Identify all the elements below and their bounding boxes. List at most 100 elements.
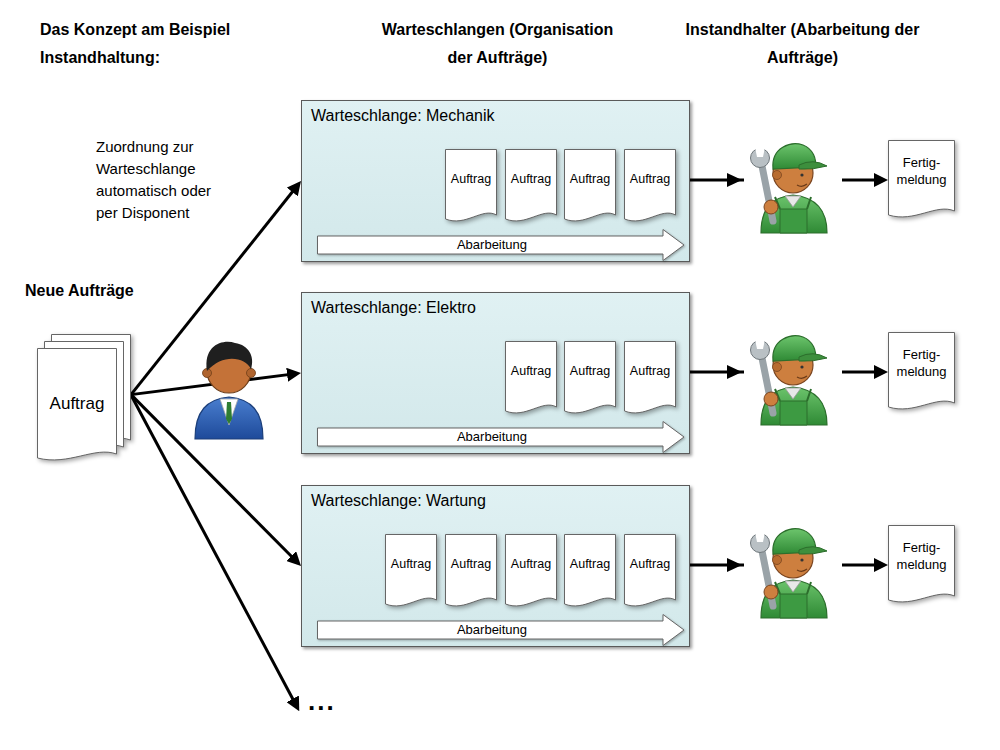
order-document: Auftrag — [624, 534, 676, 609]
document-label: Auftrag — [385, 557, 437, 571]
document-label: Auftrag — [564, 364, 616, 378]
queue-title: Warteschlange: Wartung — [311, 492, 486, 510]
queue-box: Warteschlange: MechanikAuftrag Auftrag Auf… — [301, 100, 690, 262]
document-label: Fertig- meldung — [888, 539, 955, 573]
document-outline — [565, 150, 616, 221]
node-outline — [624, 534, 676, 609]
worker-icon — [744, 327, 842, 427]
processing-label: Abarbeitung — [317, 237, 667, 252]
order-document: Auftrag — [564, 534, 616, 609]
completion-document: Fertig- meldung — [888, 332, 955, 412]
document-label: Auftrag — [564, 557, 616, 571]
document-outline — [889, 333, 955, 409]
arrowhead — [727, 558, 742, 572]
processing-arrow: Abarbeitung — [317, 229, 685, 261]
document-outline — [506, 150, 557, 221]
diagram-title: Das Konzept am Beispiel Instandhaltung: — [40, 16, 270, 72]
node-outline — [564, 534, 616, 609]
worker-icon — [744, 520, 842, 620]
node-outline — [385, 534, 437, 609]
document-label: Fertig- meldung — [888, 154, 955, 188]
node-outline — [624, 149, 676, 224]
queue-title: Warteschlange: Elektro — [311, 299, 476, 317]
document-outline — [889, 526, 955, 602]
completion-document: Fertig- meldung — [888, 140, 955, 220]
flow-arrow — [131, 374, 294, 395]
order-document: Auftrag — [505, 534, 557, 609]
document-outline — [386, 535, 437, 606]
processing-arrow-outline — [318, 615, 685, 646]
dispatcher-tie — [226, 402, 232, 424]
flow-arrow — [690, 179, 881, 182]
node-outline — [564, 149, 616, 224]
document-label: Auftrag — [445, 557, 497, 571]
node-outline — [445, 534, 497, 609]
document-outline — [889, 141, 955, 217]
node-outline — [564, 341, 616, 416]
order-document: Auftrag — [564, 149, 616, 224]
flow-arrow — [690, 371, 881, 374]
dispatcher-shirt — [220, 399, 238, 425]
more-queues-arrow — [131, 395, 296, 705]
completion-document: Fertig- meldung — [888, 525, 955, 605]
node-outline — [505, 149, 557, 224]
order-document: Auftrag — [505, 149, 557, 224]
dispatcher-head — [207, 349, 251, 393]
document-outline — [565, 342, 616, 413]
document-outline — [625, 342, 676, 413]
queue-title: Warteschlange: Mechanik — [311, 107, 495, 125]
dispatcher-ear — [247, 369, 256, 378]
document-label: Auftrag — [624, 172, 676, 186]
processing-arrow-outline — [318, 230, 685, 261]
node-outline — [505, 341, 557, 416]
flow-arrow — [131, 395, 296, 561]
document-label: Auftrag — [445, 172, 497, 186]
column-header: Warteschlangen (Organisation der Aufträg… — [370, 16, 625, 72]
worker-icon — [744, 135, 842, 235]
document-label: Auftrag — [624, 557, 676, 571]
document-outline — [625, 535, 676, 606]
dispatcher-body — [195, 397, 263, 439]
processing-arrow-outline — [318, 422, 685, 453]
document-outline — [446, 535, 497, 606]
document-outline — [506, 535, 557, 606]
order-stack: Neue AufträgeAuftrag — [37, 334, 131, 463]
ellipsis: ... — [308, 686, 388, 717]
processing-label: Abarbeitung — [317, 622, 667, 637]
order-document: Auftrag — [445, 534, 497, 609]
dispatcher-hair — [206, 342, 252, 371]
dispatcher-icon — [195, 342, 263, 439]
node-outline — [505, 534, 557, 609]
order-document: Auftrag — [564, 341, 616, 416]
node-outline — [445, 149, 497, 224]
document-outline — [446, 150, 497, 221]
document-sheet — [38, 349, 117, 460]
arrowhead — [727, 173, 742, 187]
document-label: Auftrag — [505, 172, 557, 186]
column-header: Instandhalter (Abarbeitung der Aufträge) — [675, 16, 930, 72]
document-outline — [506, 342, 557, 413]
order-document: Auftrag — [445, 149, 497, 224]
order-document: Auftrag — [624, 149, 676, 224]
document-outline — [565, 535, 616, 606]
document-label: Auftrag — [624, 364, 676, 378]
order-document: Auftrag — [624, 341, 676, 416]
stack-heading: Neue Aufträge — [25, 282, 195, 300]
processing-arrow: Abarbeitung — [317, 614, 685, 646]
order-document: Auftrag — [385, 534, 437, 609]
document-label: Auftrag — [505, 364, 557, 378]
flow-arrow — [131, 186, 297, 394]
document-label: Fertig- meldung — [888, 346, 955, 380]
flow-arrow — [690, 564, 881, 567]
queue-box: Warteschlange: ElektroAuftrag Auftrag Auft… — [301, 292, 690, 454]
processing-arrow: Abarbeitung — [317, 421, 685, 453]
document-label: Auftrag — [505, 557, 557, 571]
queue-box: Warteschlange: WartungAuftrag Auftrag Auft… — [301, 485, 690, 647]
dispatcher-ear — [203, 369, 212, 378]
order-document: Auftrag — [505, 341, 557, 416]
document-label: Auftrag — [564, 172, 616, 186]
arrowhead — [727, 365, 742, 379]
document-outline — [625, 150, 676, 221]
